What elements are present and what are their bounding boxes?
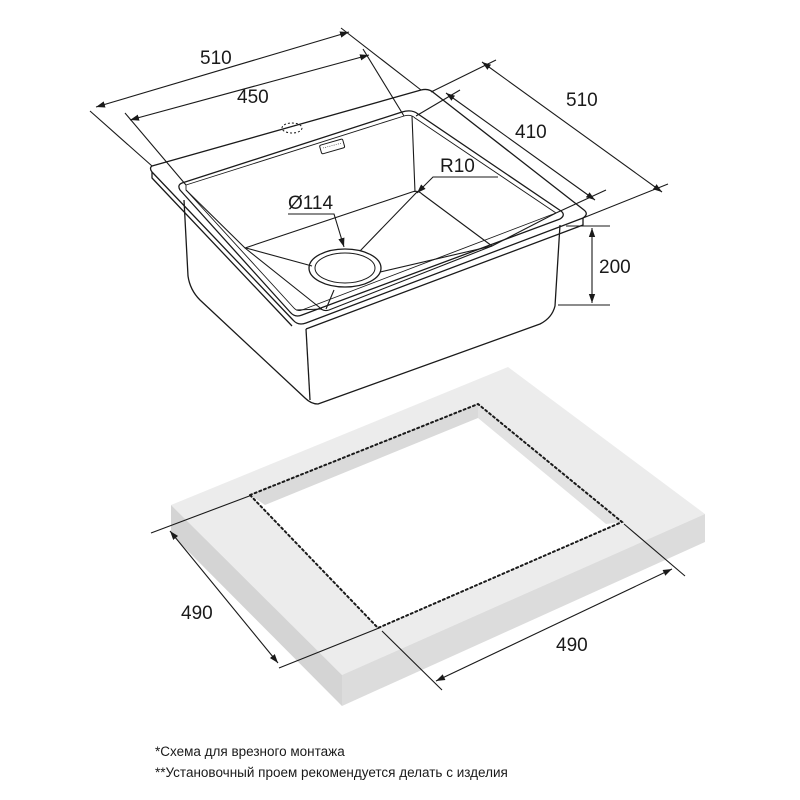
dimension-line-cutout-width <box>435 568 673 682</box>
sink-drain-ribs <box>245 191 493 310</box>
faucet-hole <box>281 122 303 134</box>
dimension-line-cutout-depth <box>169 530 279 664</box>
extension-line <box>150 494 253 534</box>
dimension-line-outer-depth <box>481 61 663 193</box>
dimension-line-bowl-width <box>129 54 370 121</box>
label-drain-diameter: Ø114 <box>288 193 334 214</box>
extension-line <box>555 189 607 214</box>
dimension-line-outer-width <box>95 31 350 108</box>
label-bowl-width: 450 <box>237 87 269 108</box>
extension-line <box>340 27 422 91</box>
cutout-dotted-outline <box>248 402 624 630</box>
extension-line <box>623 523 686 577</box>
label-outer-width: 510 <box>200 48 232 69</box>
leader-corner-radius <box>416 176 498 194</box>
sink-bowl-rim <box>178 110 564 317</box>
sink-drawing <box>149 88 587 405</box>
sink-bowl-rim-inner <box>185 114 557 312</box>
leader-drain-diameter <box>288 213 345 248</box>
sink-drain-inner <box>314 252 376 284</box>
sink-bowl-body <box>183 199 561 405</box>
overflow-slot-grille <box>322 142 343 149</box>
extension-line <box>582 183 669 219</box>
dimension-line-bowl-depth <box>445 92 596 201</box>
label-cutout-width: 490 <box>556 635 588 656</box>
label-bowl-depth: 410 <box>515 122 547 143</box>
extension-line <box>415 89 461 117</box>
cutout-dimension-labels: 490 490 <box>181 603 588 656</box>
sink-dimension-labels: 510 450 510 410 R10 Ø114 200 <box>200 48 631 278</box>
label-outer-depth: 510 <box>566 90 598 111</box>
sink-bowl-floor <box>244 190 493 312</box>
countertop <box>171 367 705 706</box>
sink-dimension-lines <box>89 27 669 306</box>
extension-line <box>278 627 380 669</box>
extension-line <box>362 48 405 117</box>
sink-bowl-front-corner <box>305 328 311 401</box>
note-flush-mount: *Схема для врезного монтажа <box>155 744 345 759</box>
label-cutout-depth: 490 <box>181 603 213 624</box>
cutout-dimension-lines <box>150 494 686 691</box>
cutout-inner-back-wall <box>250 404 478 505</box>
label-height: 200 <box>599 257 631 278</box>
installation-notes: *Схема для врезного монтажа **Установочн… <box>155 741 508 783</box>
sink-drain-outer <box>308 248 382 288</box>
sink-deck-edge <box>151 172 584 330</box>
sink-bowl-corners <box>185 115 557 311</box>
extension-line <box>381 630 443 691</box>
overflow-slot <box>319 138 346 155</box>
label-corner-radius: R10 <box>440 156 475 177</box>
note-cutout-recommendation: **Установочный проем рекомендуется делат… <box>155 765 508 780</box>
extension-line <box>124 112 187 186</box>
extension-line <box>89 110 153 167</box>
